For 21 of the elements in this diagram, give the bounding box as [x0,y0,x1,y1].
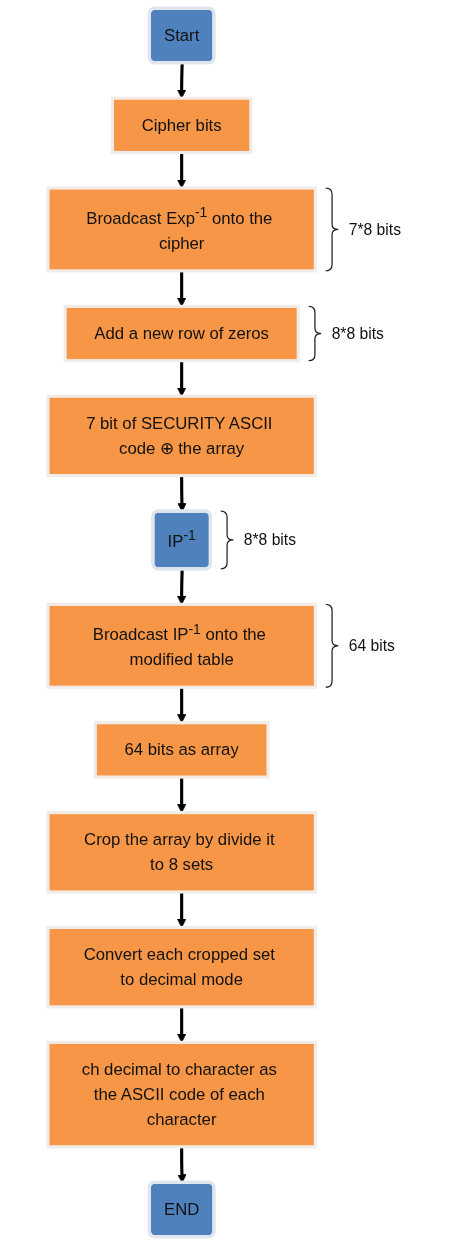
bit-size-note: 8*8 bits [331,324,384,342]
arrow [177,1006,187,1043]
arrow [177,360,187,397]
bit-size-note: 7*8 bits [348,220,401,238]
node-box: ch decimal to character as the ASCII code of each character [46,1040,317,1149]
node-box: 64 bits as array [93,721,270,779]
arrow [177,777,187,813]
arrow [177,152,187,189]
node-box: Broadcast Exp$^{-1}$ onto the cipher [46,186,317,273]
arrow [177,891,187,928]
bit-size-note: 8*8 bits [243,531,296,549]
arrow [177,63,187,99]
node-box: Add a new row of zeros [63,304,300,363]
node-box: Cipher bits [110,96,253,155]
node-box: 7 bit of SECURITY ASCII code ⊕ the array [46,394,317,478]
node-box: Broadcast IP$^{-1}$ onto the modified table [46,602,317,689]
bit-size-note: 64 bits [348,637,395,655]
node-box: Convert each cropped set to decimal mode [46,925,317,1009]
arrow [177,270,187,307]
node-box: Crop the array by divide it to 8 sets [46,811,317,894]
arrow [177,569,187,605]
